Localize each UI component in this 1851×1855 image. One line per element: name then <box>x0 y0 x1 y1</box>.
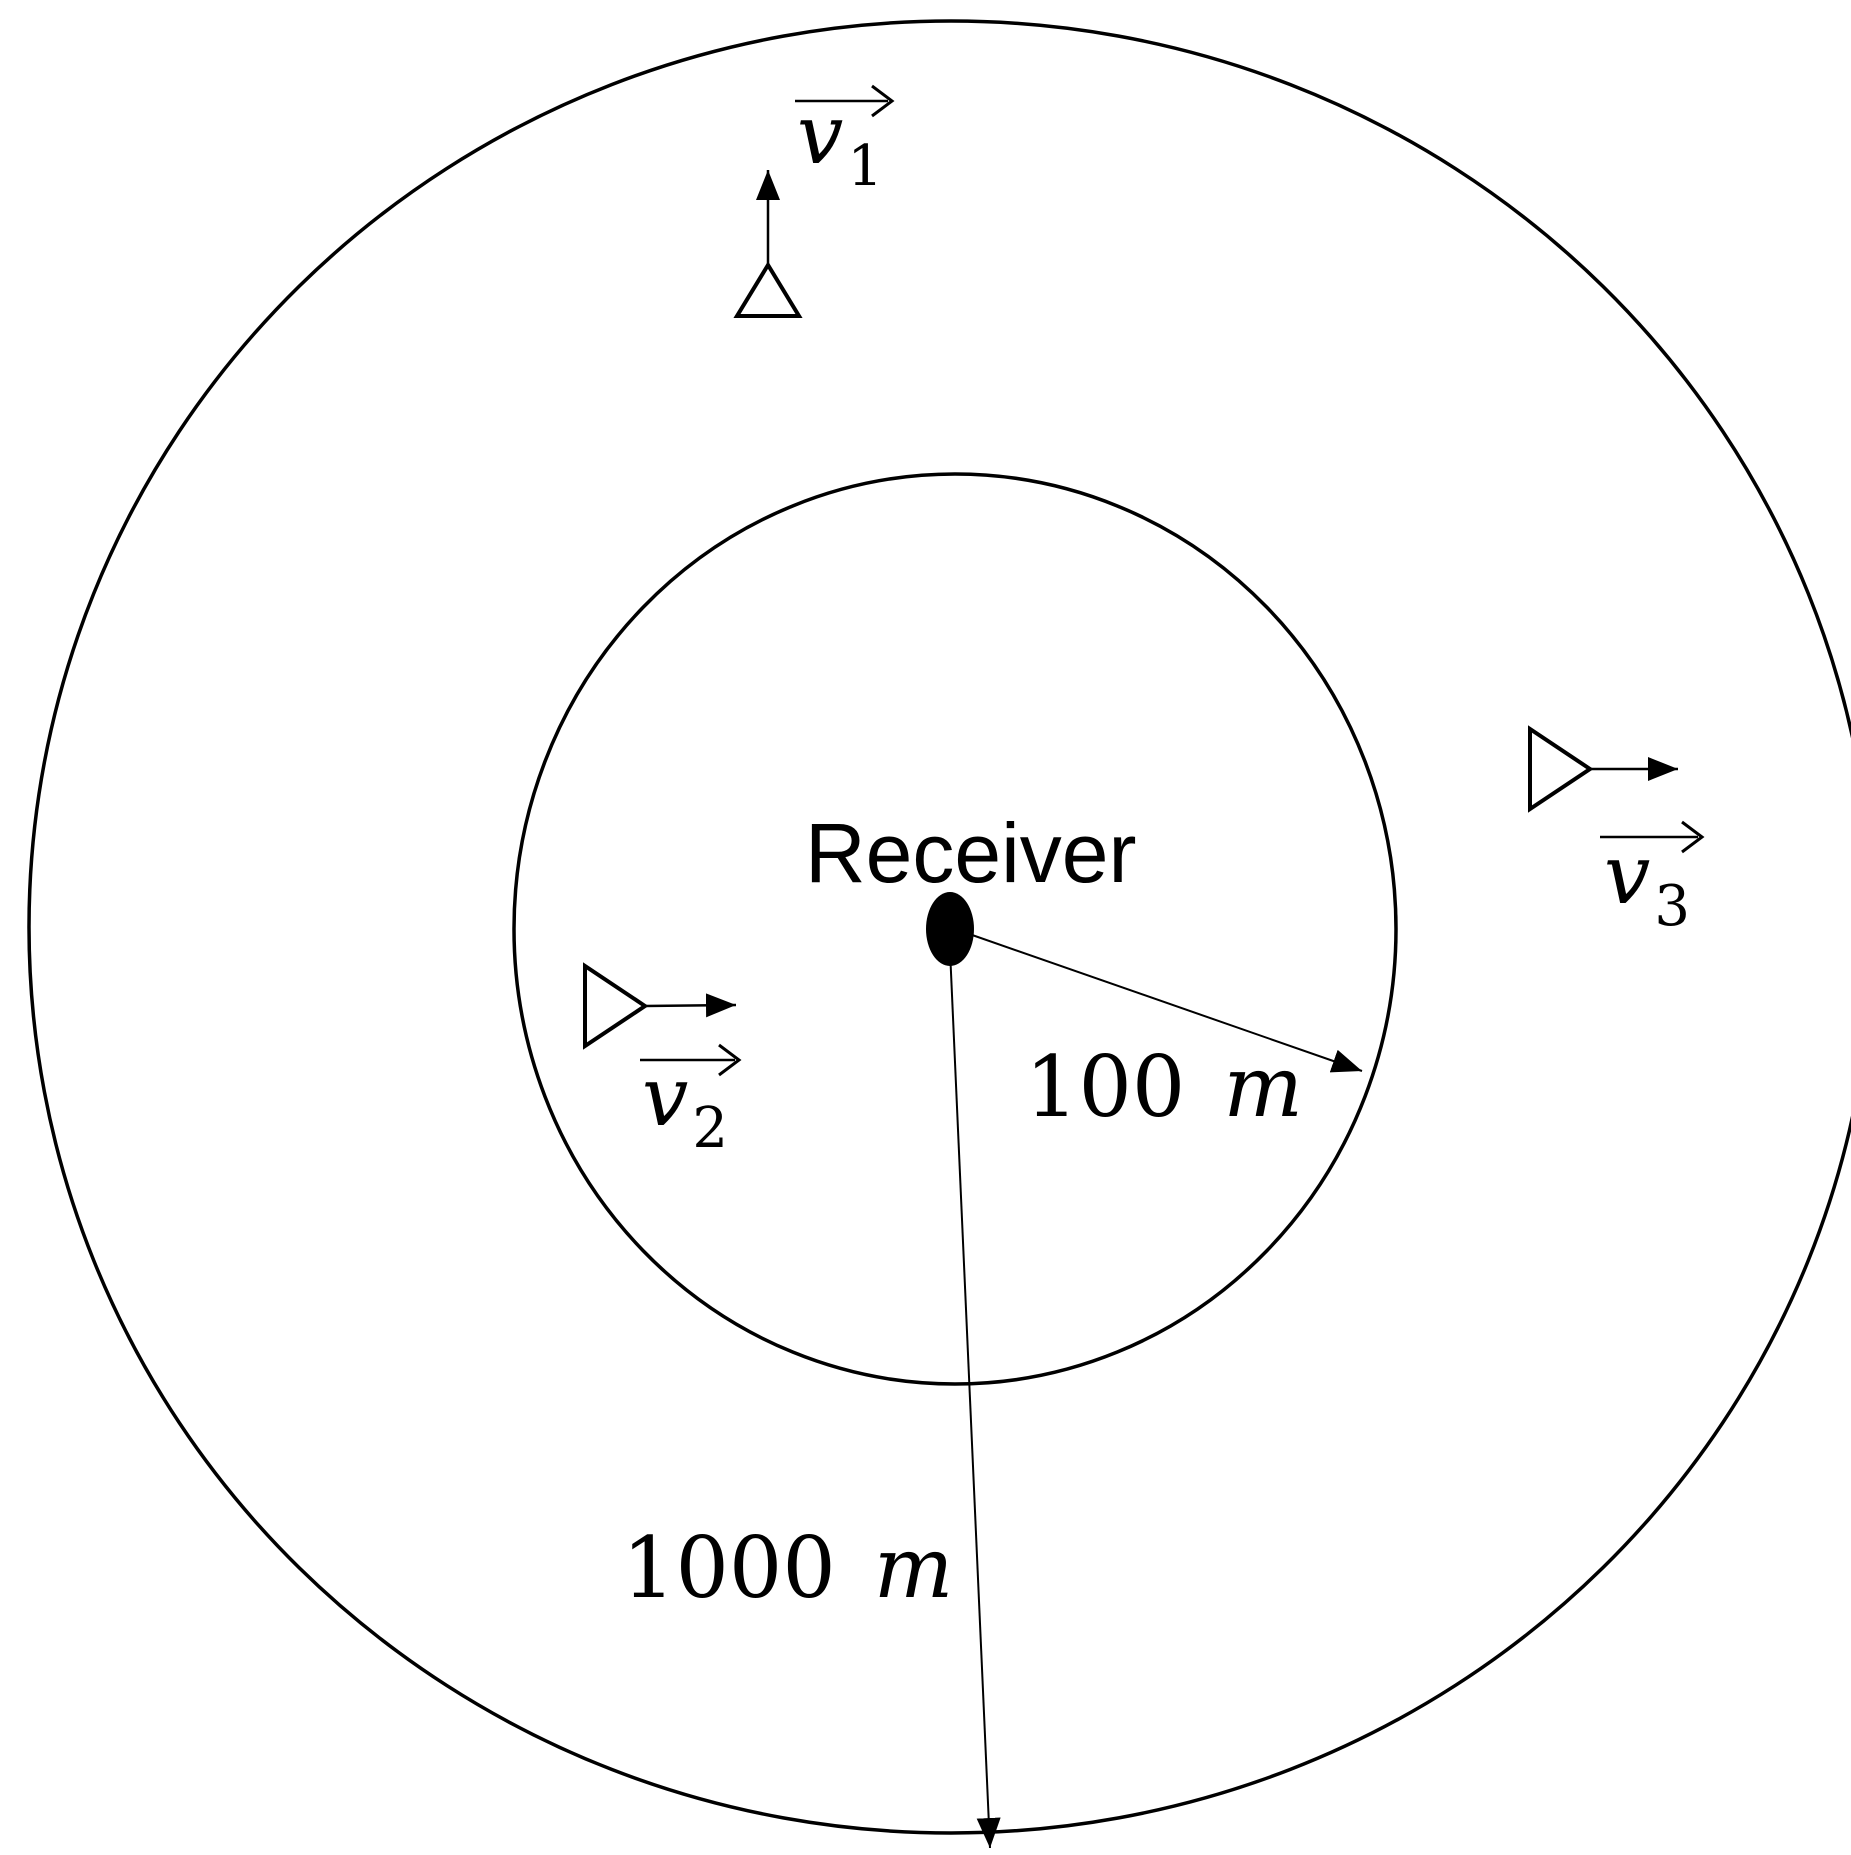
velocity-3-label: v3 <box>1600 820 1705 939</box>
inner-coverage-circle <box>512 472 1398 1386</box>
transmitter-1: v1 <box>733 84 895 318</box>
transmitter-2: v2 <box>583 962 742 1161</box>
outer-radius-arrow <box>949 949 1001 1849</box>
receiver-node <box>926 892 974 966</box>
transmitter-1-triangle-icon <box>733 261 803 318</box>
outer-coverage-circle <box>27 19 1851 1835</box>
inner-radius-arrow <box>954 928 1363 1073</box>
svg-text:v3: v3 <box>1604 828 1690 939</box>
velocity-2-label: v2 <box>640 1043 742 1161</box>
transmitter-2-triangle-icon <box>583 962 649 1050</box>
svg-text:v2: v2 <box>642 1050 728 1161</box>
transmitter-3-triangle-icon <box>1528 725 1594 813</box>
svg-text:v1: v1 <box>797 88 883 199</box>
velocity-2-arrow <box>644 993 737 1018</box>
transmitter-3: v3 <box>1528 725 1705 939</box>
velocity-1-label: v1 <box>795 84 895 199</box>
receiver-label: Receiver <box>805 806 1136 900</box>
